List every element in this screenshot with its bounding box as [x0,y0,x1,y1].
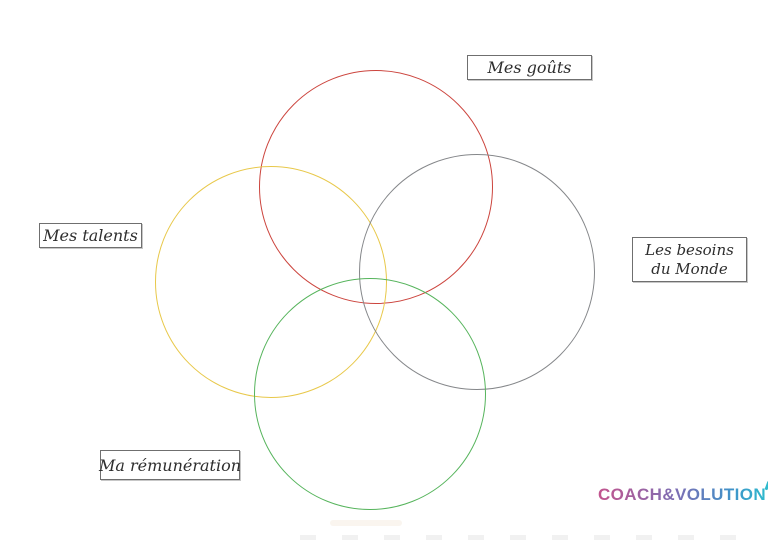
tastes-label: Mes goûts [487,58,572,77]
brand-logo-text: COACH&VOLUTION [598,485,767,504]
page-edge-artifact-smudge [330,520,402,526]
remuneration-circle [254,278,486,510]
remuneration-label-box: Ma rémunération [98,450,242,480]
world-needs-label-line2: du Monde [651,259,728,278]
world-needs-label-box: Les besoins du Monde [632,237,747,282]
tastes-label-box: Mes goûts [467,55,592,80]
logo-accent-tick-icon [764,480,768,491]
world-needs-label-line1: Les besoins [645,240,734,259]
talents-label: Mes talents [43,226,138,245]
remuneration-label: Ma rémunération [98,455,242,475]
talents-label-box: Mes talents [39,223,142,248]
page-edge-artifact-dashes [300,535,760,540]
brand-logo: COACH&VOLUTION [598,480,768,505]
